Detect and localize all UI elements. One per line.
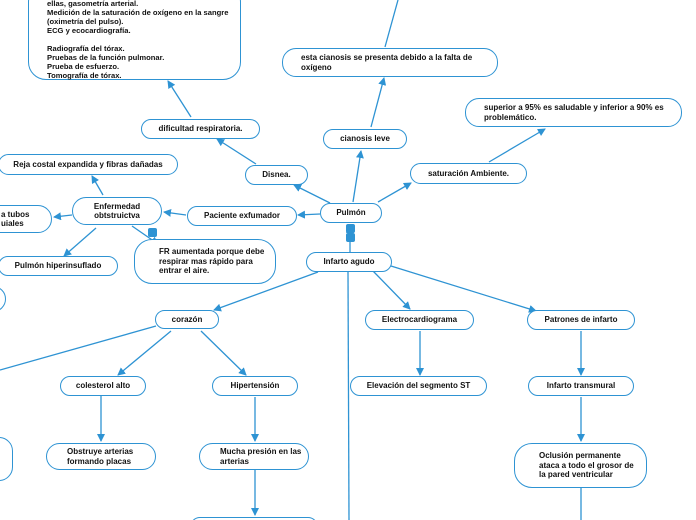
edge-cianosis-to-desc [370,77,387,128]
selection-handle-enfermedad[interactable] [148,228,157,237]
edge-infarto-to-patrones [390,265,537,313]
edge-enfermedad-to-tubos [53,212,73,221]
tubos-node[interactable]: a tubos uiales [0,205,52,233]
edge-top-offscreen [384,0,399,48]
edge-infarto-down [347,271,350,520]
edge-corazon-to-hipertension [200,330,247,376]
dificultad-respiratoria-node[interactable]: dificultad respiratoria. [141,119,260,139]
edge-saturacion-to-desc [488,128,546,163]
selection-handle-pulmon-top[interactable] [346,224,355,233]
obstruye-arterias-node[interactable]: Obstruye arterias formando placas [46,443,156,470]
edge-paciente-to-enfermedad [163,208,187,217]
reja-costal-node[interactable]: Reja costal expandida y fibras dañadas [0,154,178,175]
saturacion-description-node[interactable]: superior a 95% es saludable y inferior a… [465,98,682,127]
elevacion-st-node[interactable]: Elevación del segmento ST [350,376,487,396]
disnea-node[interactable]: Disnea. [245,165,308,185]
edge-pulmon-to-cianosis [352,150,364,203]
cianosis-leve-node[interactable]: cianosis leve [323,129,407,149]
oclusion-permanente-node[interactable]: Oclusión permanente ataca a todo el gros… [514,443,647,488]
edge-corazon-left [0,325,157,371]
edge-corazon-to-colesterol [117,330,172,376]
patrones-infarto-node[interactable]: Patrones de infarto [527,310,635,330]
enfermedad-obstructiva-node[interactable]: Enfermedad obtstruictva [72,197,162,225]
mucha-presion-node[interactable]: Mucha presión en las arterias [199,443,309,470]
electrocardiograma-node[interactable]: Electrocardiograma [365,310,474,330]
edge-disnea-to-dificultad [216,138,257,165]
infarto-transmural-node[interactable]: Infarto transmural [528,376,634,396]
edge-infarto-to-corazon [213,271,319,312]
colesterol-alto-node[interactable]: colesterol alto [60,376,146,396]
paciente-exfumador-node[interactable]: Paciente exfumador [187,206,297,226]
edge-enfermedad-to-reja [91,175,104,196]
selection-handle-infarto-top[interactable] [346,233,355,242]
fr-aumentada-node[interactable]: FR aumentada porque debe respirar mas rá… [134,239,276,284]
edge-pulmon-to-paciente [297,210,321,219]
edge-enfermedad-to-hiper [63,227,97,257]
pulmon-hiperinsuflado-node[interactable]: Pulmón hiperinsuflado [0,256,118,276]
corazon-node[interactable]: corazón [155,310,219,329]
saturacion-ambiente-node[interactable]: saturación Ambiente. [410,163,527,184]
edge-pulmon-to-saturacion [377,182,412,203]
edge-infarto-to-electro [372,270,411,310]
pulmon-node[interactable]: Pulmón [320,203,382,223]
edge-dificultad-to-bigbox [167,80,192,118]
cianosis-description-node[interactable]: esta cianosis se presenta debido a la fa… [282,48,498,77]
diagnostic-tests-node[interactable]: ellas, gasometría arterial. Medición de … [28,0,241,80]
hipertension-node[interactable]: Hipertensión [212,376,298,396]
edge-pulmon-to-disnea [293,184,331,204]
infarto-agudo-node[interactable]: Infarto agudo [306,252,392,272]
